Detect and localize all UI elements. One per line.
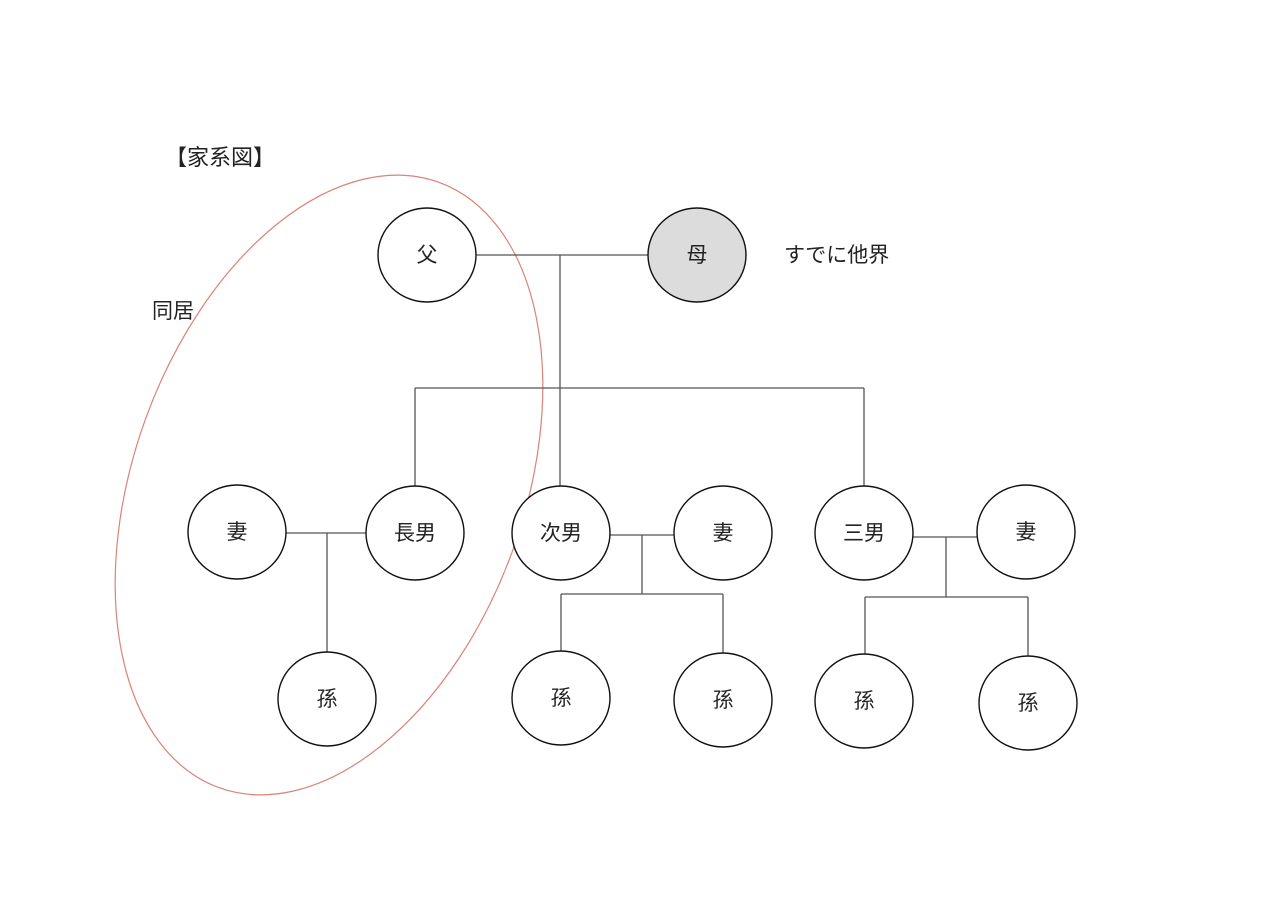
person-circle <box>511 650 611 746</box>
person-circle-deceased <box>647 207 747 303</box>
person-label: 孫 <box>713 688 734 712</box>
cohabitation-label: 同居 <box>152 299 194 323</box>
person-father: 父 <box>377 207 477 303</box>
person-grandchild-2: 孫 <box>511 650 611 746</box>
person-circle <box>187 484 287 580</box>
person-grandchild-5: 孫 <box>978 655 1078 751</box>
person-label: 次男 <box>540 521 582 545</box>
person-mother: 母 <box>647 207 747 303</box>
person-grandchild-4: 孫 <box>814 653 914 749</box>
person-circle <box>511 485 611 581</box>
person-third-son-wife: 妻 <box>976 484 1076 580</box>
person-label: 孫 <box>317 687 338 711</box>
cohabitation-group-outline <box>114 174 544 796</box>
person-grandchild-3: 孫 <box>673 652 773 748</box>
person-label: 孫 <box>1018 691 1039 715</box>
diagram-title: 【家系図】 <box>165 146 275 171</box>
person-label: 父 <box>417 243 438 267</box>
person-eldest-son-wife: 妻 <box>187 484 287 580</box>
person-grandchild-1: 孫 <box>277 651 377 747</box>
deceased-note: すでに他界 <box>784 243 889 267</box>
person-circle <box>814 485 914 581</box>
person-circle <box>673 652 773 748</box>
person-circle <box>377 207 477 303</box>
person-circle <box>277 651 377 747</box>
person-label: 妻 <box>713 521 734 545</box>
person-second-son: 次男 <box>511 485 611 581</box>
person-circle <box>365 485 465 581</box>
connector-lines <box>286 254 1029 656</box>
person-circle <box>976 484 1076 580</box>
person-label: 孫 <box>551 686 572 710</box>
person-second-son-wife: 妻 <box>673 485 773 581</box>
person-eldest-son: 長男 <box>365 485 465 581</box>
person-circle <box>978 655 1078 751</box>
person-third-son: 三男 <box>814 485 914 581</box>
person-label: 三男 <box>843 521 885 545</box>
person-label: 母 <box>687 243 708 267</box>
person-label: 妻 <box>227 520 248 544</box>
person-label: 長男 <box>394 521 436 545</box>
person-circle <box>814 653 914 749</box>
person-label: 孫 <box>854 689 875 713</box>
person-circle <box>673 485 773 581</box>
person-label: 妻 <box>1016 520 1037 544</box>
